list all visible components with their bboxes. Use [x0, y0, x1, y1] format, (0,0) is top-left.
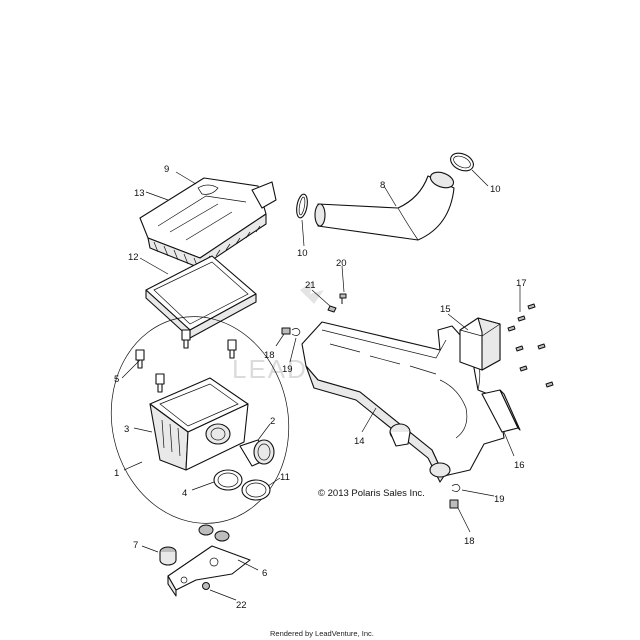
callout-9: 9 [164, 164, 169, 175]
airbox-base [149, 377, 249, 471]
clamp-11-inner [245, 482, 267, 498]
callout-13: 13 [134, 188, 145, 199]
watermark-logo-icon [300, 280, 324, 304]
intake-boot [239, 439, 275, 467]
callout-5: 5 [114, 374, 119, 385]
airbox-cover [139, 177, 277, 269]
callout-1: 1 [114, 468, 119, 479]
callout-12: 12 [128, 252, 139, 263]
clamp-4-inner [217, 472, 239, 488]
callout-7: 7 [133, 540, 138, 551]
callouts: 9 13 12 5 3 1 2 4 11 7 6 22 8 10 10 20 2… [114, 164, 527, 611]
callout-10-top: 10 [490, 184, 501, 195]
callout-17: 17 [516, 278, 527, 289]
callout-11: 11 [280, 472, 290, 483]
foam-pad-15 [459, 317, 501, 371]
copyright-text: © 2013 Polaris Sales Inc. [318, 488, 425, 499]
callout-18-left: 18 [264, 350, 275, 361]
callout-20: 20 [336, 258, 347, 269]
hardware-small [281, 293, 461, 509]
fasteners-17 [507, 303, 554, 388]
callout-15: 15 [440, 304, 451, 315]
leader-lines [121, 169, 521, 601]
grommet-7 [159, 546, 177, 566]
grommets [198, 524, 230, 542]
foam-pad-16 [481, 389, 521, 433]
intake-plenum [301, 321, 505, 483]
clips [135, 329, 237, 393]
callout-18-right: 18 [464, 536, 475, 547]
callout-22: 22 [236, 600, 247, 611]
callout-4: 4 [182, 488, 187, 499]
callout-19-right: 19 [494, 494, 505, 505]
mount-bracket [167, 545, 251, 597]
callout-6: 6 [262, 568, 267, 579]
callout-14: 14 [354, 436, 365, 447]
callout-19-left: 19 [282, 364, 293, 375]
assembly-group-outline [110, 316, 290, 524]
callout-3: 3 [124, 424, 129, 435]
callout-10-left: 10 [297, 248, 308, 259]
footer-text: Rendered by LeadVenture, Inc. [270, 629, 374, 638]
callout-21: 21 [305, 280, 316, 291]
intake-duct [314, 171, 455, 241]
clamp-ring-10b [296, 193, 308, 219]
clamp-ring-10 [450, 152, 474, 172]
callout-16: 16 [514, 460, 525, 471]
callout-8: 8 [380, 180, 385, 191]
screw-22 [202, 582, 210, 590]
air-filter [145, 255, 257, 339]
callout-2: 2 [270, 416, 275, 427]
